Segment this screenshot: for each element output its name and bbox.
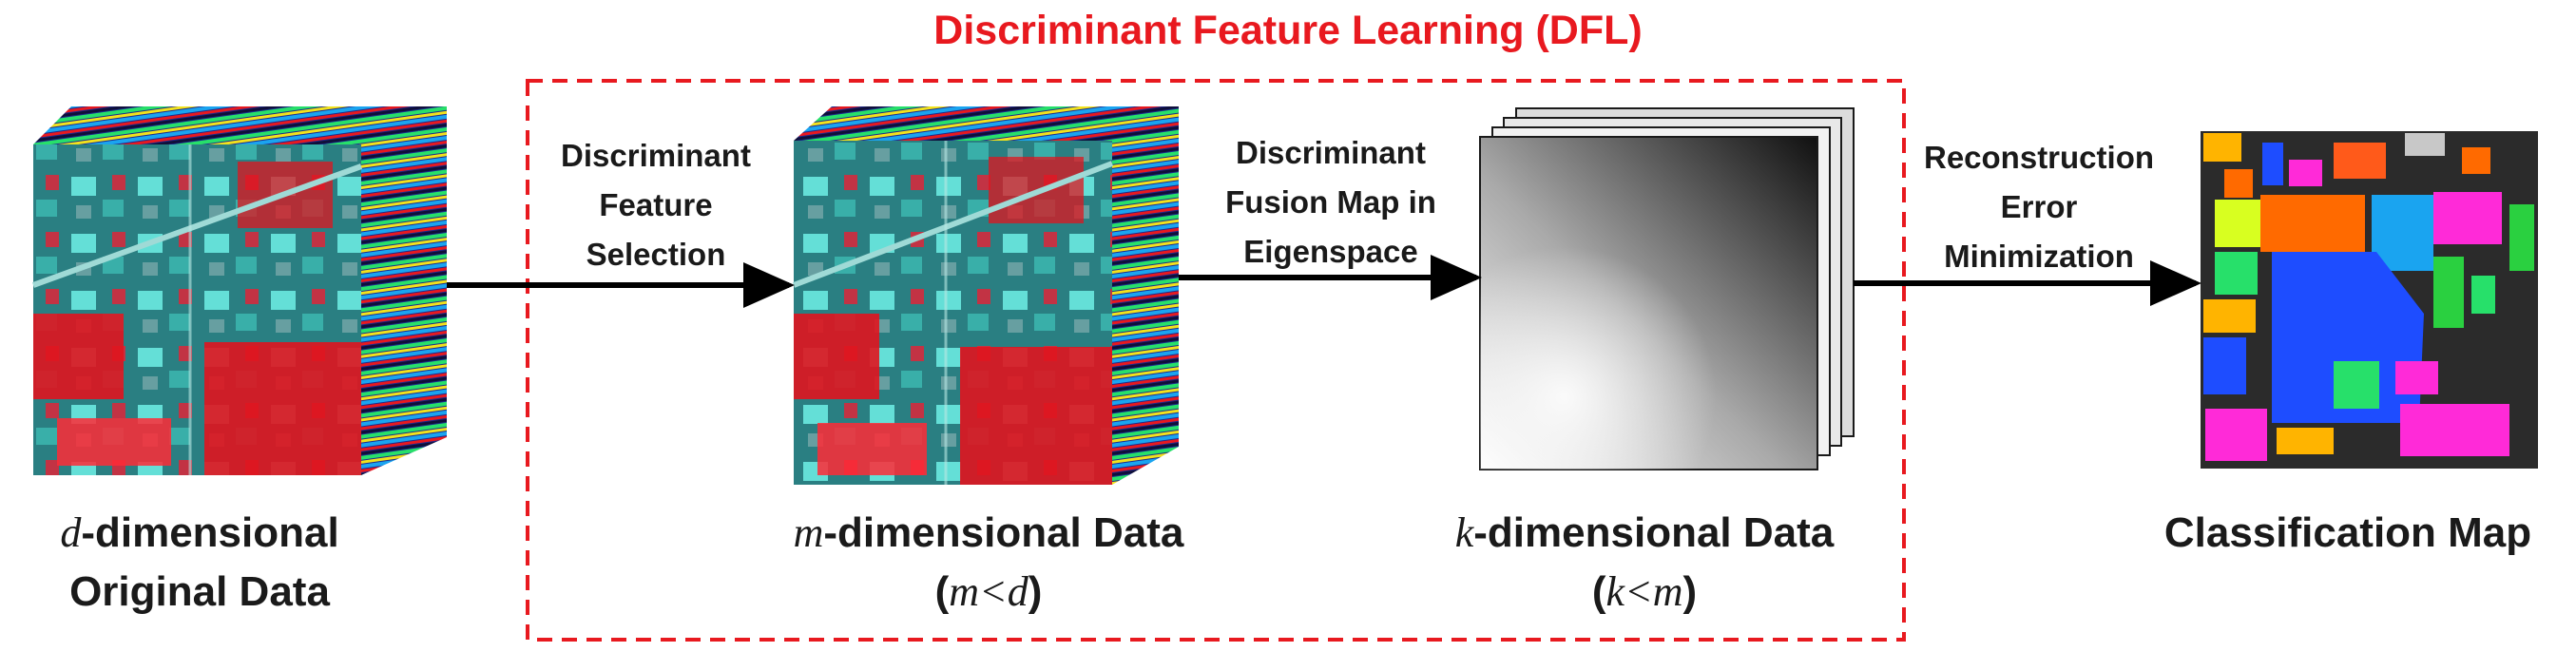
classification-map	[2201, 131, 2538, 469]
cube-side-face	[1112, 106, 1179, 485]
cube-side-face	[361, 106, 447, 475]
label-classification-map: Classification Map	[2163, 509, 2532, 556]
dfl-group-title: Discriminant Feature Learning (DFL)	[933, 8, 1643, 53]
label-fused-data: k-dimensional Data (k<m)	[1454, 509, 1835, 615]
fusion-map-stack	[1479, 107, 1855, 470]
dfl-group-box	[526, 79, 1906, 642]
reduced-data-cube	[792, 106, 1179, 485]
cube-top-face	[794, 106, 1179, 141]
cube-front-face	[31, 144, 363, 475]
label-original-data: d-dimensional Original Data	[60, 509, 339, 615]
step-label-fusion-map: Discriminant Fusion Map in Eigenspace	[1225, 135, 1436, 269]
step-label-reconstruction: Reconstruction Error Minimization	[1923, 140, 2155, 274]
original-data-cube	[31, 106, 447, 475]
label-reduced-data: m-dimensional Data (m<d)	[793, 509, 1184, 615]
step-label-feature-selection: Discriminant Feature Selection	[561, 138, 751, 272]
cube-front-face	[792, 141, 1114, 485]
cube-top-face	[33, 106, 447, 144]
